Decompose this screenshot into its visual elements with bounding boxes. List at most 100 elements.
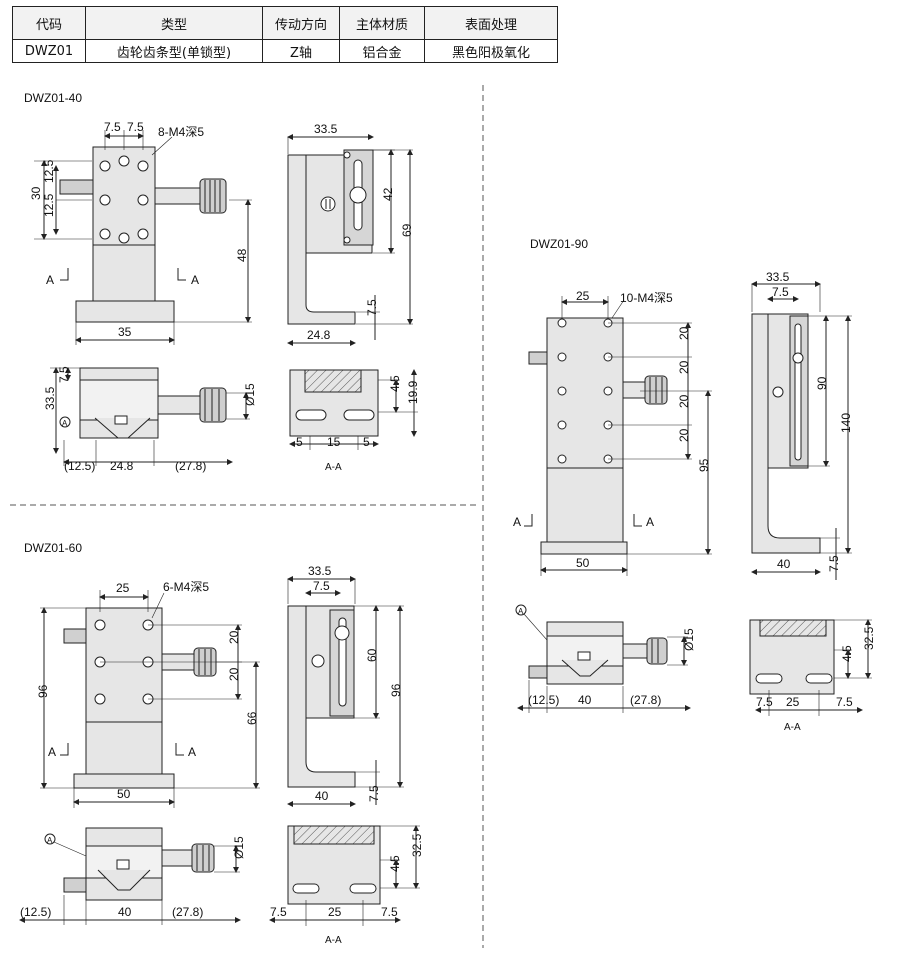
svg-text:(27.8): (27.8): [630, 693, 661, 707]
svg-text:A: A: [646, 515, 654, 529]
svg-text:20: 20: [227, 667, 241, 681]
svg-text:30: 30: [29, 186, 43, 200]
svg-text:24.8: 24.8: [110, 459, 134, 473]
svg-text:25: 25: [576, 289, 590, 303]
svg-text:A: A: [513, 515, 521, 529]
cell-type: 齿轮齿条型(单锁型): [85, 39, 263, 63]
model-label-60: DWZ01-60: [24, 541, 82, 555]
svg-text:7.5: 7.5: [827, 555, 841, 572]
svg-text:A-A: A-A: [325, 462, 342, 473]
svg-text:Ø15: Ø15: [682, 628, 696, 651]
svg-text:48: 48: [235, 248, 249, 262]
svg-text:42: 42: [381, 187, 395, 201]
svg-text:(12.5): (12.5): [528, 693, 559, 707]
svg-text:20: 20: [677, 428, 691, 442]
base-40: [75, 300, 175, 323]
svg-text:7.5: 7.5: [270, 905, 287, 919]
svg-text:A: A: [188, 745, 196, 759]
svg-text:7.5: 7.5: [367, 785, 381, 802]
cell-direction: Z轴: [262, 39, 340, 63]
holes-40: [99, 155, 149, 244]
svg-text:A-A: A-A: [325, 935, 342, 946]
svg-text:(12.5): (12.5): [64, 459, 95, 473]
bottom-view-60: [19, 827, 241, 925]
svg-text:7.5: 7.5: [365, 299, 379, 316]
bottom-labels-40: 7.5 33.5 A Ø15 (12.5) 24.8 (27.8): [43, 366, 257, 473]
view-dwz01-60: DWZ01-60: [24, 541, 260, 808]
svg-text:A: A: [48, 745, 56, 759]
svg-text:140: 140: [839, 413, 853, 433]
svg-text:33.5: 33.5: [766, 270, 790, 284]
svg-text:7.5: 7.5: [756, 695, 773, 709]
svg-text:6-M4深5: 6-M4深5: [163, 580, 209, 594]
svg-text:A: A: [518, 607, 524, 616]
header-surface: 表面处理: [424, 6, 558, 40]
svg-text:(27.8): (27.8): [175, 459, 206, 473]
svg-text:24.8: 24.8: [307, 328, 331, 342]
cell-code: DWZ01: [12, 39, 86, 63]
section-view-60: [269, 825, 420, 926]
svg-text:7.5: 7.5: [127, 120, 144, 134]
svg-text:66: 66: [245, 711, 259, 725]
svg-text:69: 69: [400, 223, 414, 237]
svg-text:90: 90: [815, 376, 829, 390]
view-dwz01-40: DWZ01-40: [24, 91, 252, 345]
section-labels-60: 4.5 32.5 7.5 25 7.5 A-A: [270, 833, 424, 946]
svg-text:40: 40: [118, 905, 132, 919]
svg-text:7.5: 7.5: [381, 905, 398, 919]
right-knob-40: [199, 178, 227, 214]
svg-text:5: 5: [296, 435, 303, 449]
svg-text:7.5: 7.5: [57, 366, 71, 383]
svg-text:33.5: 33.5: [308, 564, 332, 578]
svg-text:4.5: 4.5: [388, 855, 402, 872]
svg-text:4.5: 4.5: [388, 375, 402, 392]
svg-text:40: 40: [578, 693, 592, 707]
bottom-view-40: [50, 367, 250, 466]
svg-text:7.5: 7.5: [836, 695, 853, 709]
svg-text:(27.8): (27.8): [172, 905, 203, 919]
svg-text:(12.5): (12.5): [20, 905, 51, 919]
side-labels-40: 33.5 42 69 7.5 24.8: [307, 122, 414, 342]
side-view-40: [287, 134, 413, 346]
svg-text:25: 25: [328, 905, 342, 919]
labels-40: 7.5 7.5 8-M4深5 30 12.5 12.5 48 35 A A: [29, 120, 249, 339]
svg-text:7.5: 7.5: [104, 120, 121, 134]
side-view-60: [287, 576, 404, 807]
svg-text:96: 96: [389, 683, 403, 697]
section-view-90: [749, 619, 872, 716]
svg-text:50: 50: [576, 556, 590, 570]
spec-table: 代码 类型 传动方向 主体材质 表面处理 DWZ01 齿轮齿条型(单锁型) Z轴…: [12, 6, 558, 63]
bottom-view-90: [515, 604, 691, 713]
svg-text:12.5: 12.5: [42, 159, 56, 183]
svg-text:20: 20: [677, 394, 691, 408]
cell-material: 铝合金: [339, 39, 425, 63]
svg-text:Ø15: Ø15: [232, 836, 246, 859]
svg-text:33.5: 33.5: [314, 122, 338, 136]
svg-text:A: A: [46, 273, 54, 287]
side-labels-60: 33.5 7.5 60 96 40 7.5: [308, 564, 403, 803]
side-view-90: [751, 281, 852, 580]
svg-text:32.5: 32.5: [410, 833, 424, 857]
labels-90: 25 10-M4深5 20 20 20 20 95 50 A A: [513, 289, 711, 570]
svg-text:19.9: 19.9: [406, 380, 420, 404]
svg-text:60: 60: [365, 648, 379, 662]
svg-text:7.5: 7.5: [772, 285, 789, 299]
svg-text:A: A: [191, 273, 199, 287]
svg-text:35: 35: [118, 325, 132, 339]
svg-text:20: 20: [677, 360, 691, 374]
svg-text:12.5: 12.5: [42, 193, 56, 217]
svg-text:4.5: 4.5: [840, 645, 854, 662]
svg-text:25: 25: [786, 695, 800, 709]
bottom-labels-60: A Ø15 (12.5) 40 (27.8): [20, 836, 246, 919]
svg-text:A: A: [47, 836, 53, 845]
labels-60: 25 6-M4深5 20 20 96 66 50 A A: [36, 580, 259, 801]
view-dwz01-90: DWZ01-90: [524, 237, 712, 576]
header-code: 代码: [12, 6, 86, 40]
svg-text:5: 5: [363, 435, 370, 449]
body-column-40: [92, 244, 156, 302]
svg-text:95: 95: [697, 458, 711, 472]
model-label-90: DWZ01-90: [530, 237, 588, 251]
bottom-labels-90: A Ø15 (12.5) 40 (27.8): [518, 607, 696, 707]
svg-text:A-A: A-A: [784, 722, 801, 733]
